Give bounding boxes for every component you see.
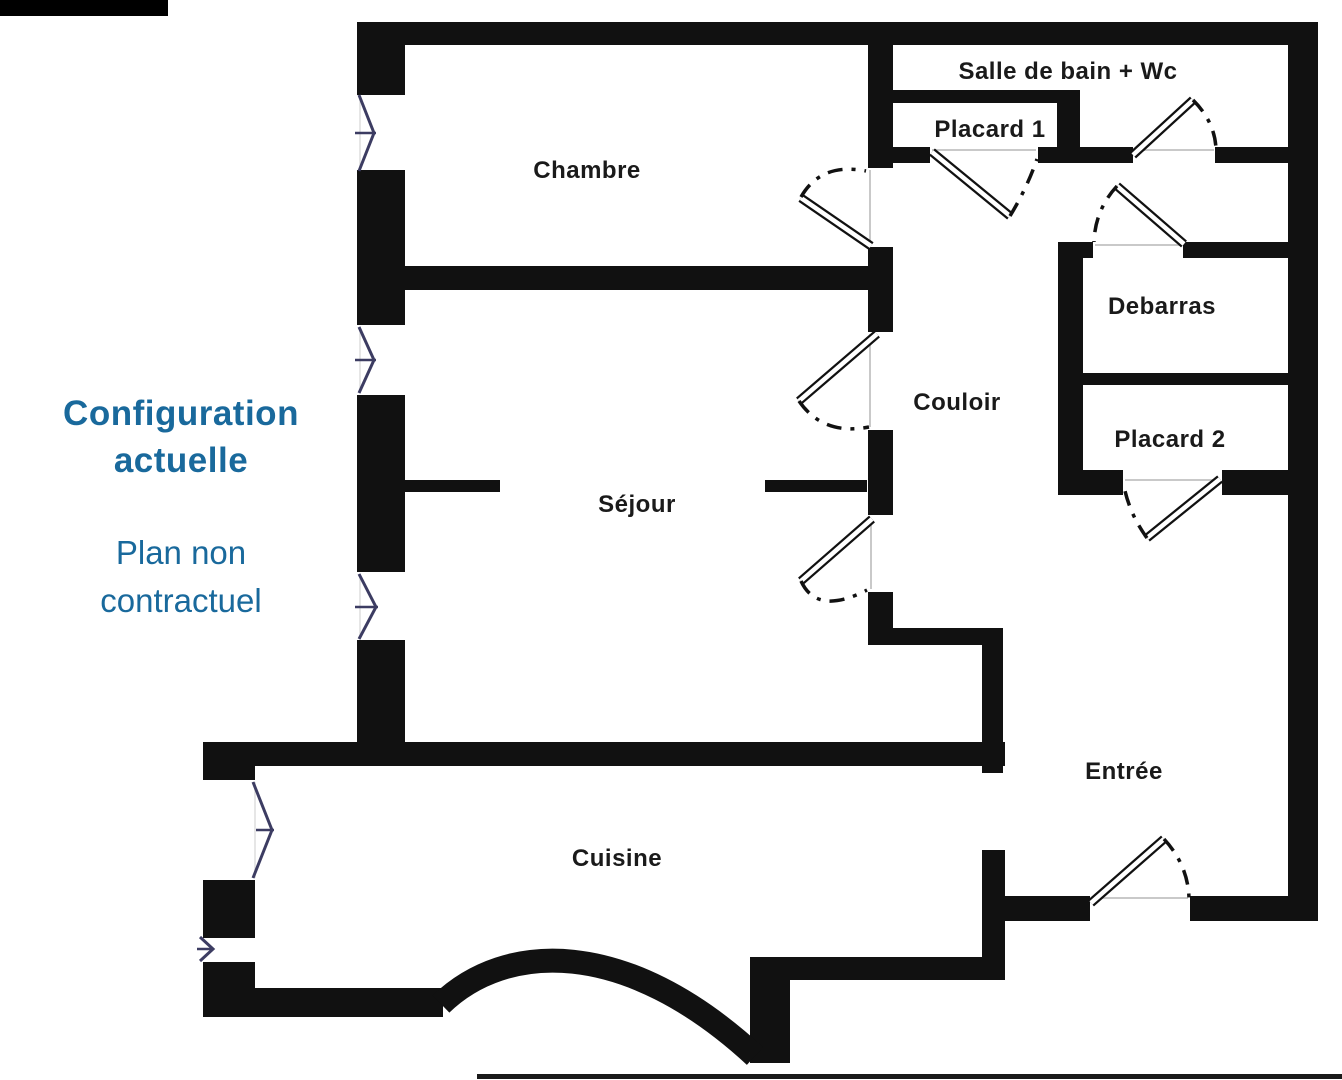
door-entree-front — [1088, 835, 1191, 907]
wall-couloir-c — [868, 430, 893, 515]
wall-placard2-bottom-b — [1222, 470, 1288, 495]
cuisine-archway — [432, 948, 764, 1065]
wall-bath-b — [1038, 147, 1133, 163]
wall-couloir-b — [868, 247, 893, 332]
plan-subtitle: Plan non contractuel — [0, 529, 362, 625]
wall-placard2-bottom-a — [1058, 470, 1123, 495]
wall-cuisine-left-b — [203, 880, 255, 938]
room-label-placard2: Placard 2 — [1114, 426, 1225, 453]
window-sejour-left-lower-icon — [355, 573, 378, 640]
wall-sejour-stub-right — [765, 480, 867, 492]
door-debarras — [1092, 182, 1187, 248]
wall-debarras-left — [1058, 242, 1083, 493]
plan-title: Configuration actuelle — [0, 390, 362, 484]
wall-entree-south-b — [1190, 896, 1318, 921]
doors — [796, 96, 1223, 907]
room-label-entree: Entrée — [1085, 758, 1163, 785]
plan-title-line1: Configuration — [63, 394, 299, 433]
wall-debarras-top-a — [1058, 242, 1093, 258]
wall-bath-c — [1215, 147, 1288, 163]
wall-cuisine-left-a — [203, 742, 255, 780]
wall-left-c — [357, 395, 405, 572]
room-label-cuisine: Cuisine — [572, 845, 662, 872]
room-label-salle-de-bain: Salle de bain + Wc — [958, 58, 1177, 85]
room-label-debarras: Debarras — [1108, 293, 1216, 320]
wall-left-b — [357, 170, 405, 325]
wall-sejour-elbow-h — [868, 628, 1003, 645]
door-placard1 — [929, 148, 1039, 220]
wall-entree-southwest — [785, 957, 1005, 980]
windows — [197, 94, 378, 963]
door-sejour-upper — [796, 330, 880, 431]
wall-debarras-top-b — [1183, 242, 1288, 258]
door-chambre — [798, 167, 874, 250]
bottom-page-edge-line — [477, 1074, 1342, 1079]
wall-bath-a — [868, 147, 930, 163]
wall-sejour-cuisine — [203, 742, 1005, 766]
window-cuisine-small-icon — [197, 935, 216, 963]
wall-sejour-elbow-v — [982, 628, 1003, 773]
room-label-couloir: Couloir — [913, 389, 1001, 416]
window-cuisine-large-icon — [251, 781, 274, 879]
room-label-chambre: Chambre — [533, 157, 641, 184]
room-label-sejour: Séjour — [598, 491, 676, 518]
wall-entree-south-a — [1005, 896, 1090, 921]
wall-left-a — [357, 22, 405, 95]
wall-right — [1288, 22, 1318, 921]
wall-placard1-right — [1057, 90, 1080, 163]
wall-sejour-stub-left — [405, 480, 500, 492]
door-salle-de-bain — [1129, 96, 1218, 159]
room-label-placard1: Placard 1 — [934, 116, 1045, 143]
door-placard2 — [1123, 475, 1223, 542]
wall-chambre-sejour — [357, 266, 893, 290]
window-chambre-left-icon — [355, 94, 376, 172]
door-thresholds — [254, 97, 1220, 899]
wall-placard1-top — [893, 90, 1080, 103]
room-labels: Chambre Salle de bain + Wc Placard 1 Deb… — [533, 58, 1225, 872]
top-left-banner — [0, 0, 168, 16]
plan-title-line2: actuelle — [113, 441, 249, 480]
window-sejour-left-upper-icon — [355, 326, 376, 394]
wall-top — [357, 22, 1318, 45]
wall-entree-west — [982, 850, 1005, 980]
wall-debarras-placard2 — [1083, 373, 1288, 385]
plan-subtitle-line2: contractuel — [100, 582, 262, 619]
side-panel: Configuration actuelle Plan non contract… — [0, 390, 362, 625]
wall-cuisine-bottom — [203, 988, 443, 1017]
walls — [203, 22, 1342, 1079]
plan-subtitle-line1: Plan non — [115, 534, 247, 571]
door-sejour-lower — [798, 515, 875, 603]
